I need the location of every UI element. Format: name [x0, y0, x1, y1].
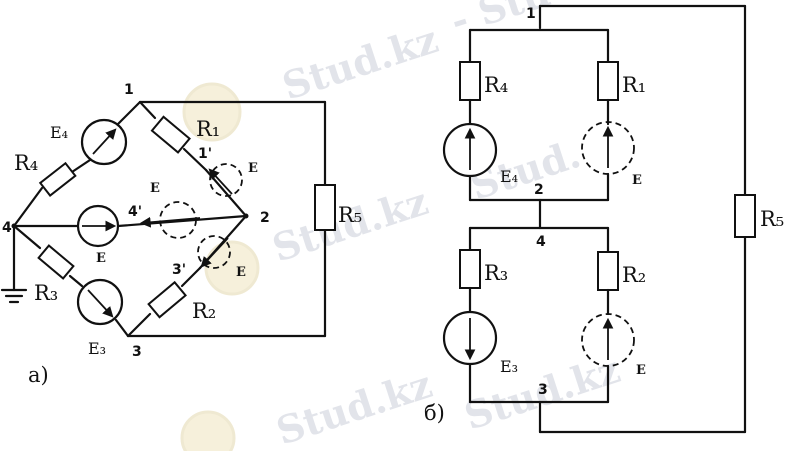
label-e-mid: E: [150, 181, 160, 196]
label-e-top: E: [632, 173, 642, 188]
watermark-layer: Stud.kz Stud.kz Stud.kz Stud.kz - Stu St…: [180, 0, 625, 451]
node-label-4: 4: [536, 234, 546, 250]
watermark-logo: [180, 82, 260, 451]
node-label-1p: 1': [198, 146, 212, 162]
label-e3: E₃: [500, 357, 518, 376]
resistor-r5: [314, 184, 336, 231]
arrow-icon: [92, 128, 117, 155]
arrow-icon: [200, 237, 229, 268]
label-r5: R₅: [338, 203, 362, 227]
label-e4: E₄: [500, 167, 518, 186]
node-dot: [11, 223, 17, 229]
label-r3: R₃: [484, 261, 508, 285]
label-r2: R₂: [622, 263, 646, 287]
label-r2: R₂: [192, 299, 216, 323]
resistor-r1: [597, 61, 619, 101]
label-r1: R₁: [622, 73, 646, 97]
label-r3: R₃: [34, 281, 58, 305]
source-e-dashed-mid: [159, 201, 197, 239]
resistor-r5: [734, 194, 756, 238]
wire-r1-e: [182, 147, 208, 172]
wire-e-2: [204, 168, 248, 218]
node-label-3: 3: [132, 344, 142, 360]
node-label-3: 3: [538, 382, 548, 398]
resistor-r1: [150, 115, 191, 154]
resistor-r4: [459, 61, 481, 101]
node-label-2: 2: [534, 182, 544, 198]
resistor-r2: [597, 251, 619, 291]
wire-r3-e3: [68, 274, 84, 288]
node-label-1: 1: [124, 82, 134, 98]
watermark-text: - Stu: [445, 0, 556, 44]
label-r5: R₅: [760, 207, 784, 231]
wire-e4-1: [116, 100, 142, 126]
label-r4: R₄: [484, 73, 508, 97]
wire-3-r2: [126, 312, 152, 338]
label-r4: R₄: [14, 151, 38, 175]
resistor-r3: [37, 244, 75, 280]
caption-a: а): [28, 363, 49, 387]
node-label-3p: 3': [172, 262, 186, 278]
resistor-r4: [38, 161, 77, 197]
wire-e3-3: [114, 318, 130, 338]
source-e-dashed-low: [197, 235, 231, 269]
caption-b: б): [424, 401, 445, 425]
watermark-text: Stud.kz: [271, 361, 437, 451]
arrow-icon: [208, 168, 233, 195]
figure-b-circuit: 1 2 4 3 R₄ R₁ R₃ R₂ R₅ E₄ E E₃ E б): [424, 4, 784, 434]
node-label-4: 4: [2, 220, 12, 236]
arrow-icon: [139, 216, 201, 228]
label-e-low: E: [236, 265, 246, 280]
node-label-2: 2: [260, 210, 270, 226]
label-e-left: E: [96, 251, 106, 266]
wire-4-r4: [12, 186, 44, 228]
watermark-text: Stud.kz: [277, 16, 443, 108]
label-e4: E₄: [50, 123, 68, 142]
node-label-4p: 4': [128, 204, 142, 220]
node-dot: [243, 213, 249, 219]
figure-a-circuit: 1 2 3 4 1' 3' 4' R₁ R₂ R₃ R₄ R₅ E₄ E₃ E …: [0, 82, 362, 387]
ground-icon: [0, 288, 28, 304]
wire-e-2-mid: [116, 214, 248, 228]
wire-1-r1: [138, 100, 157, 120]
label-e3: E₃: [88, 339, 106, 358]
resistor-r2: [147, 280, 187, 319]
wire-4-r3: [12, 224, 42, 250]
label-e-bottom: E: [636, 363, 646, 378]
label-e-top: E: [248, 161, 258, 176]
node-label-1: 1: [526, 6, 536, 22]
arrow-icon: [87, 289, 114, 318]
wire-r2-e: [180, 266, 202, 288]
wire-r4-e4: [70, 158, 92, 174]
source-e-dashed: [209, 163, 243, 197]
label-r1: R₁: [196, 117, 220, 141]
resistor-r3: [459, 249, 481, 289]
